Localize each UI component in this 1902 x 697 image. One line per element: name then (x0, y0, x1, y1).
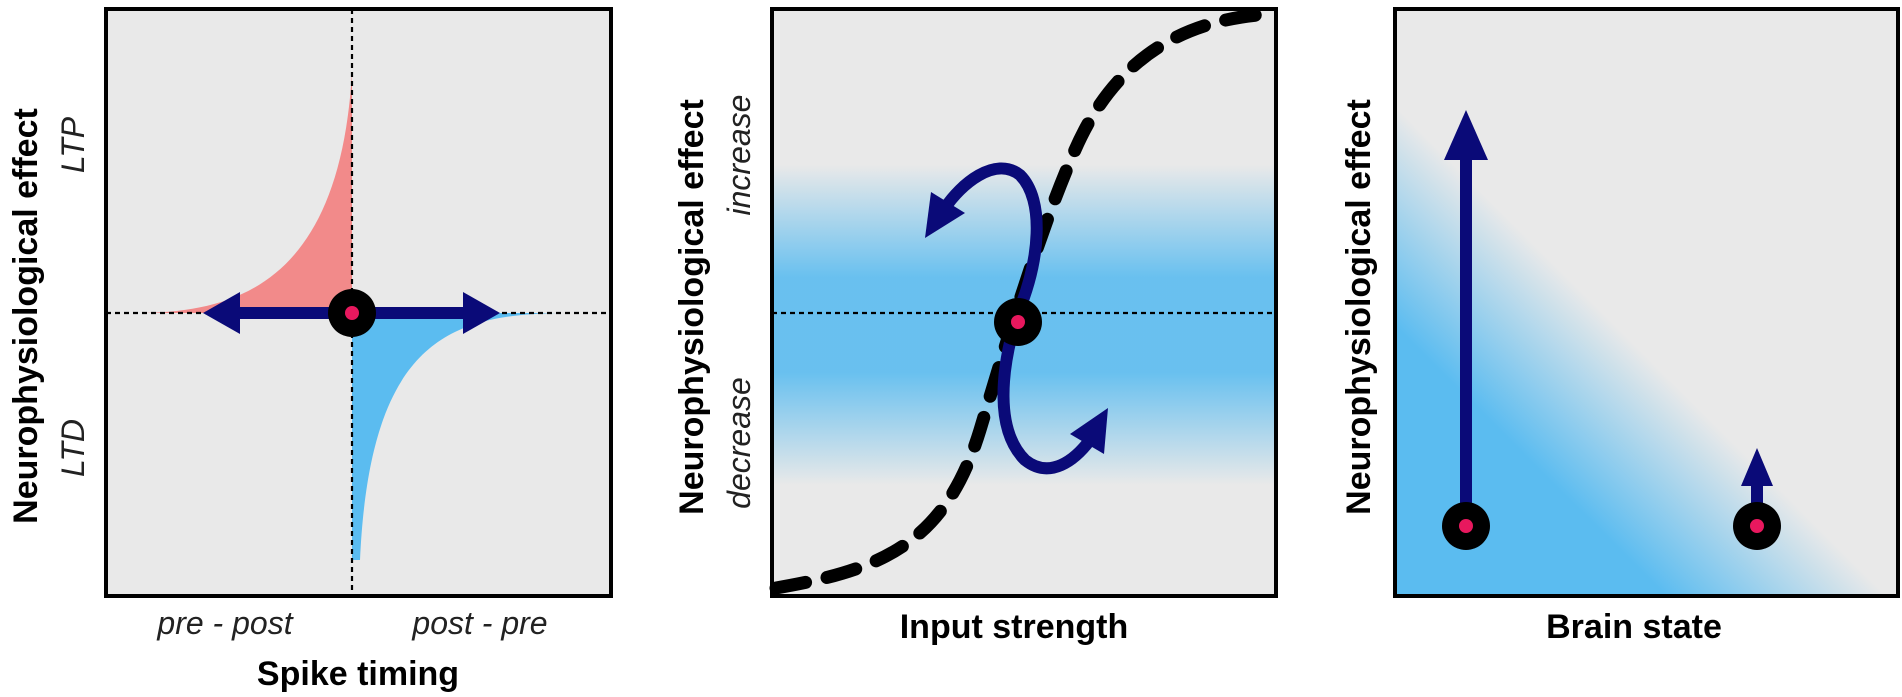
x-axis-label: Spike timing (257, 655, 459, 693)
short-arrow-head (1741, 448, 1773, 486)
increase-label: increase (721, 95, 757, 216)
y-axis-label: Neurophysiological effect (7, 108, 45, 524)
plot-frame (770, 7, 1278, 598)
ltd-region (352, 313, 560, 560)
diagonal-gradient-region (1395, 9, 1898, 596)
state-dot-center (1011, 315, 1025, 329)
ltp-label: LTP (55, 116, 91, 173)
ltd-label: LTD (55, 419, 91, 477)
upper-arrow-head (925, 192, 965, 238)
y-axis-label: Neurophysiological effect (1340, 99, 1378, 515)
x-left-label: pre - post (156, 605, 293, 641)
state-dot-left-center (1459, 519, 1473, 533)
x-axis-label: Input strength (900, 608, 1129, 646)
panel-spike-timing: Neurophysiological effect LTP LTD pre - … (7, 7, 613, 693)
y-axis-label: Neurophysiological effect (673, 99, 711, 515)
decrease-label: decrease (721, 377, 757, 509)
upper-curved-arrow (939, 162, 1043, 319)
right-arrow-head (463, 292, 500, 334)
plot-frame (104, 7, 613, 598)
x-right-label: post - pre (411, 605, 547, 641)
panel-input-strength: Neurophysiological effect increase decre… (673, 7, 1278, 646)
panel-brain-state: Neurophysiological effect Brain state (1340, 7, 1900, 646)
plot-frame (1393, 7, 1900, 598)
x-axis-label: Brain state (1546, 608, 1722, 646)
left-arrow-head (203, 292, 240, 334)
lower-curved-arrow (997, 307, 1096, 475)
tall-arrow-head (1444, 110, 1488, 160)
ltp-region (140, 72, 352, 313)
lower-arrow-head (1070, 408, 1108, 454)
state-dot-right-center (1750, 519, 1764, 533)
state-dot-center (345, 306, 359, 320)
